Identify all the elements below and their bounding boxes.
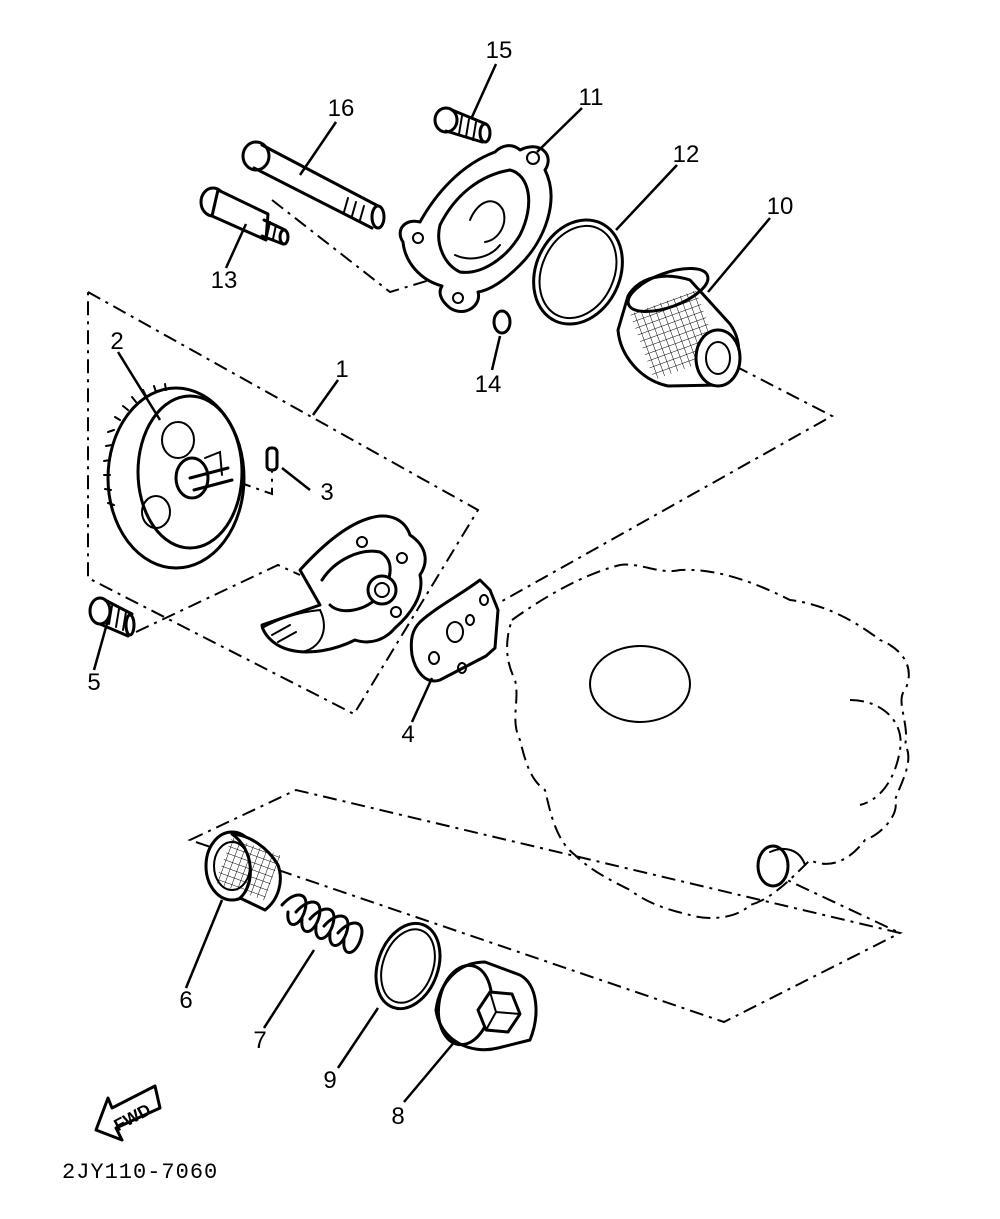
gear-part-2: [103, 383, 246, 570]
cover-alignment-line: [271, 199, 431, 294]
drain-port-rim: [769, 847, 806, 866]
callout-1: 1: [335, 356, 348, 383]
crankcase-bore: [589, 645, 691, 723]
callout-8: 8: [391, 1103, 404, 1130]
crankcase-outline: [506, 563, 910, 919]
callout-3: 3: [320, 479, 333, 506]
long-bolt-part-16: [241, 140, 386, 230]
callout-2: 2: [110, 328, 123, 355]
callout-16: 16: [328, 95, 355, 122]
drain-plug-part-8: [434, 960, 538, 1052]
small-o-ring-part-14: [492, 309, 512, 335]
callout-4: 4: [401, 721, 414, 748]
drain-alignment-line: [769, 871, 901, 934]
strainer-assembly-boundary: [187, 788, 903, 1024]
oil-filter-part-10: [616, 267, 742, 388]
oil-pump-assembly-boundary: [87, 290, 480, 716]
bolt-part-13: [199, 186, 290, 246]
screw-part-15: [433, 106, 492, 144]
filter-alignment-line: [487, 365, 835, 610]
forward-direction-arrow: FWD: [94, 1084, 162, 1142]
oil-pump-body: [260, 514, 427, 654]
diagram-code: 2JY110-7060: [62, 1160, 218, 1185]
o-ring-part-9: [374, 921, 442, 1011]
drain-port: [756, 844, 790, 888]
callout-7: 7: [253, 1027, 266, 1054]
callout-12: 12: [673, 141, 700, 168]
callout-6: 6: [179, 987, 192, 1014]
o-ring-part-12: [532, 218, 624, 326]
spring-part-7: [280, 893, 364, 954]
callout-5: 5: [87, 669, 100, 696]
pin-part-3: [265, 446, 279, 472]
strainer-part-6: [204, 830, 282, 912]
callout-13: 13: [211, 267, 238, 294]
pump-cover-part-11: [398, 144, 553, 314]
callout-15: 15: [486, 37, 513, 64]
callout-10: 10: [767, 193, 794, 220]
gasket-part-4: [409, 578, 500, 683]
callout-numbers: 1 2 3 4 5 6 7 8 9 10 11 12 13 14 15 16: [87, 37, 793, 1130]
callout-14: 14: [475, 371, 502, 398]
leader-lines: [92, 63, 771, 1103]
callout-9: 9: [323, 1067, 336, 1094]
callout-11: 11: [579, 84, 604, 111]
screw-alignment-line: [135, 563, 301, 633]
crankcase-right-lobe: [849, 699, 902, 806]
screw-part-5: [88, 596, 136, 638]
